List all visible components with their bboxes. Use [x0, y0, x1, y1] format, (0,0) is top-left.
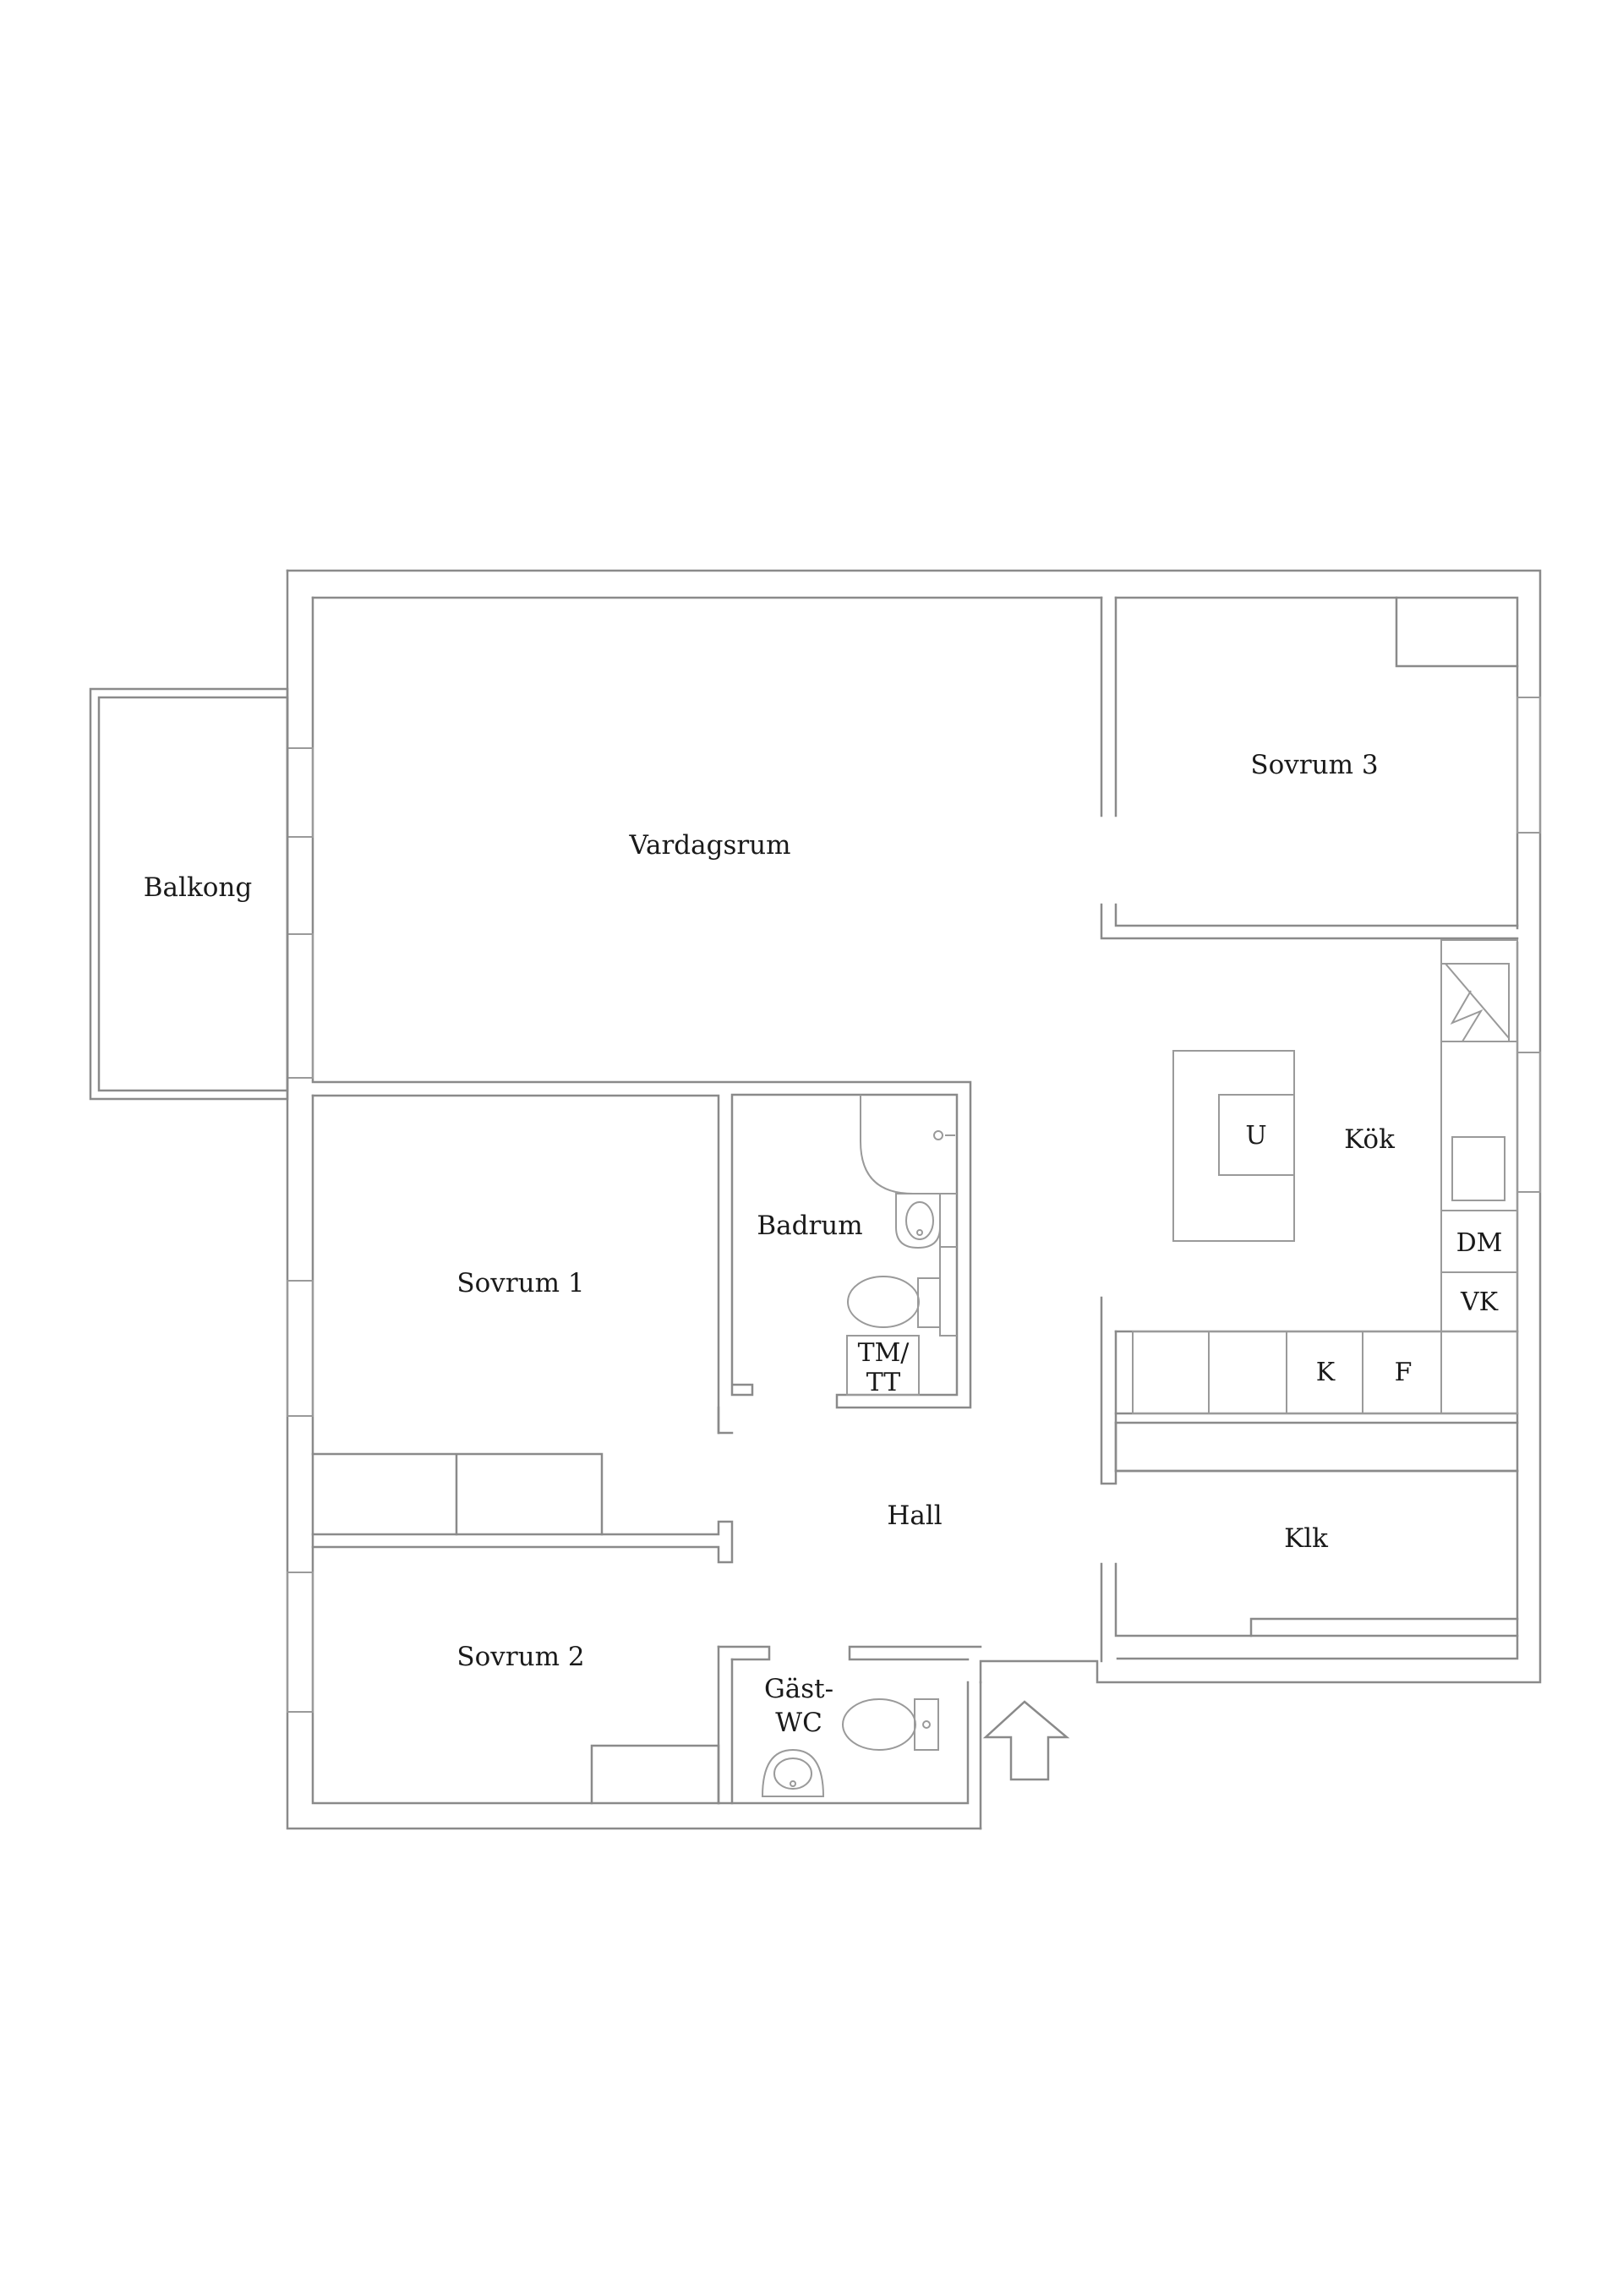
balcony	[89, 687, 289, 1101]
room-label-vardagsrum: Vardagsrum	[628, 830, 790, 861]
toilet-icon	[842, 1698, 939, 1751]
room-label-klk: Klk	[1284, 1523, 1328, 1554]
fixture-label-dm: DM	[1456, 1228, 1503, 1258]
room-label-hall: Hall	[887, 1501, 942, 1531]
guestwc-fixtures	[761, 1698, 939, 1797]
chimney-icon	[1441, 963, 1510, 1042]
fixture-label-u: U	[1245, 1121, 1266, 1151]
fixture-label-tmtt-line2: TT	[866, 1368, 901, 1397]
kitchen-fixtures	[1132, 939, 1518, 1414]
sink-icon	[895, 1193, 941, 1249]
fixture-label-f: F	[1395, 1358, 1413, 1387]
bathroom-fixtures	[846, 1095, 957, 1396]
kitchen-island	[1172, 1050, 1295, 1242]
sink-icon	[761, 1748, 825, 1797]
room-label-kok: Kök	[1344, 1124, 1395, 1155]
fixture-label-vk: VK	[1460, 1287, 1499, 1317]
entrance-arrow-icon	[982, 1700, 1070, 1781]
room-label-gastwc-line2: WC	[775, 1708, 822, 1738]
room-label-sovrum3: Sovrum 3	[1250, 750, 1378, 780]
fixture-label-tmtt-line1: TM/	[858, 1338, 910, 1368]
room-label-sovrum1: Sovrum 1	[456, 1268, 584, 1298]
room-label-sovrum2: Sovrum 2	[456, 1642, 584, 1672]
room-label-balkong: Balkong	[144, 872, 252, 903]
toilet-icon	[847, 1276, 941, 1328]
shower-icon	[860, 1095, 957, 1194]
stove-icon	[1451, 1136, 1506, 1201]
fixture-label-k: K	[1316, 1358, 1336, 1387]
room-label-badrum: Badrum	[757, 1211, 862, 1241]
room-label-gastwc-line1: Gäst-	[764, 1674, 833, 1704]
